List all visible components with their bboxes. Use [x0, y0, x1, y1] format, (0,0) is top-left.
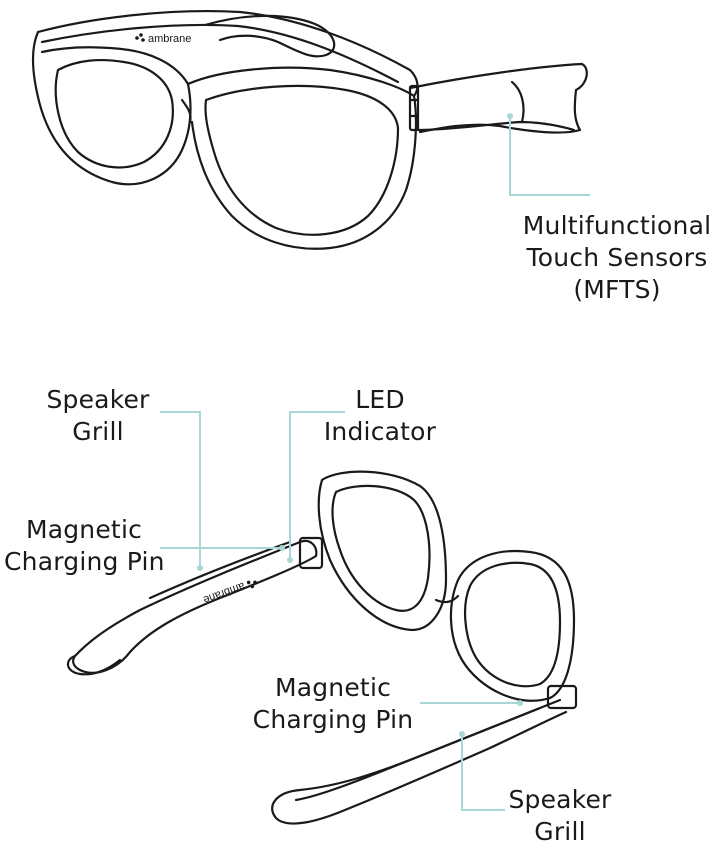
bottom-left-temple-hook: [66, 654, 122, 676]
label-magnetic-pin-right-line1: Magnetic: [274, 673, 392, 702]
label-magnetic-pin-right: Magnetic Charging Pin: [244, 672, 422, 736]
top-left-lens: [54, 58, 174, 169]
label-magnetic-pin-left: Magnetic Charging Pin: [4, 514, 164, 578]
leader-led-indicator: [289, 411, 345, 560]
top-far-temple: [203, 14, 336, 58]
top-right-frame: [186, 66, 418, 250]
leader-speaker-grill-left: [160, 411, 201, 568]
bottom-right-hinge: [546, 684, 578, 710]
brand-logo-top-text: ambrane: [148, 33, 191, 45]
top-temple-sensor: [510, 80, 525, 124]
top-near-temple: [408, 62, 588, 134]
brand-logo-bottom-text: ambrane: [201, 579, 246, 605]
label-magnetic-pin-left-line1: Magnetic: [25, 515, 143, 544]
top-temple-lower: [416, 120, 576, 132]
label-magnetic-pin-left-line2: Charging Pin: [4, 547, 165, 576]
bottom-left-lens: [331, 484, 431, 612]
label-speaker-grill-left: Speaker Grill: [38, 384, 158, 448]
label-led-indicator-line2: Indicator: [323, 417, 437, 446]
bottom-right-lens: [463, 561, 562, 688]
label-magnetic-pin-right-line2: Charging Pin: [252, 705, 414, 734]
label-speaker-grill-left-line1: Speaker: [46, 385, 150, 414]
label-speaker-grill-right-line1: Speaker: [508, 785, 612, 814]
bottom-left-frame: [317, 470, 448, 632]
label-mfts-line3: (MFTS): [573, 275, 661, 304]
leader-speaker-grill-right: [461, 734, 505, 811]
top-right-lens: [204, 84, 400, 236]
label-mfts-line2: Touch Sensors: [526, 243, 708, 272]
top-bridge: [180, 98, 192, 124]
bottom-glasses: [66, 470, 578, 825]
top-left-frame: [31, 30, 192, 186]
label-led-indicator-line1: LED: [355, 385, 405, 414]
bottom-right-frame: [449, 549, 576, 702]
label-mfts: Multifunctional Touch Sensors (MFTS): [512, 210, 722, 306]
top-frame-brow: [36, 10, 419, 98]
brand-logo-top: ambrane: [135, 33, 191, 45]
bottom-left-hinge: [298, 536, 324, 570]
bottom-right-temple-inner: [294, 706, 542, 802]
top-frame-brow-inner: [40, 23, 400, 84]
label-mfts-line1: Multifunctional: [522, 211, 712, 240]
label-led-indicator: LED Indicator: [310, 384, 450, 448]
bottom-bridge: [434, 594, 460, 604]
label-speaker-grill-left-line2: Grill: [72, 417, 124, 446]
top-hinge: [408, 84, 420, 132]
leader-mfts: [509, 116, 590, 196]
top-glasses: [31, 10, 588, 250]
label-speaker-grill-right-line2: Grill: [534, 817, 586, 846]
label-speaker-grill-right: Speaker Grill: [500, 784, 620, 848]
